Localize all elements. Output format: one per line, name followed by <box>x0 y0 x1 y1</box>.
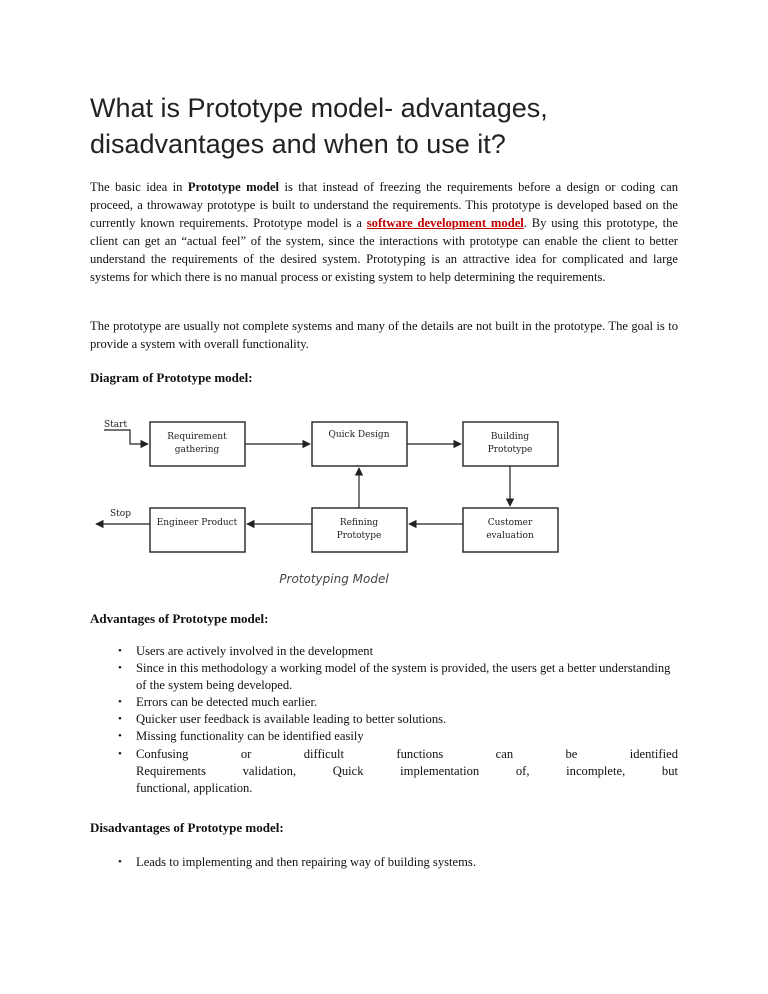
title-line-2: disadvantages and when to use it? <box>90 129 506 159</box>
bullet-icon: • <box>118 662 122 675</box>
bullet-icon: • <box>118 747 122 760</box>
intro-bold-term: Prototype model <box>187 180 280 194</box>
disadvantages-list: •Leads to implementing and then repairin… <box>90 854 678 871</box>
engineer-product-label: Engineer Product <box>157 518 238 528</box>
list-item: •Errors can be detected much earlier. <box>90 694 678 711</box>
prototype-model-flow: Start Stop Requirement gathering Quick D… <box>90 408 680 593</box>
start-label: Start <box>104 420 127 430</box>
refining-label-1: Refining <box>340 518 379 528</box>
list-item: •Confusing or difficult functions can be… <box>118 746 678 795</box>
bullet-icon: • <box>118 645 122 657</box>
intro-text-3: . By using this prototype, the client ca… <box>90 216 678 285</box>
customer-evaluation-box <box>462 507 559 553</box>
customer-label-1: Customer <box>488 518 533 528</box>
building-label-1: Building <box>491 432 530 442</box>
bullet-icon: • <box>118 730 122 743</box>
list-item: •Since in this methodology a working mod… <box>118 661 671 693</box>
list-item: •Users are actively involved in the deve… <box>90 643 678 660</box>
start-arrow <box>104 429 149 449</box>
page-title: What is Prototype model- advantages, dis… <box>90 90 690 162</box>
intro-text-2: is that instead of freezing the requirem… <box>90 180 678 231</box>
advantages-heading: Advantages of Prototype model: <box>90 611 269 626</box>
bullet-icon: • <box>118 696 122 709</box>
goal-paragraph: The prototype are usually not complete s… <box>90 319 678 352</box>
requirement-gathering-box <box>149 421 246 467</box>
intro-text-1: The basic idea in <box>90 180 188 194</box>
intro-paragraph: The basic idea in Prototype model is tha… <box>90 178 678 287</box>
title-line-1: What is Prototype model- advantages, <box>90 93 548 123</box>
requirement-label-2: gathering <box>175 445 220 455</box>
software-development-model-link[interactable]: software development model <box>366 216 524 231</box>
advantages-list: •Users are actively involved in the deve… <box>90 643 678 797</box>
diagram-heading: Diagram of Prototype model: <box>90 370 253 385</box>
diagram-caption: Prototyping Model <box>279 572 389 586</box>
stop-label: Stop <box>110 509 131 519</box>
list-item: •Missing functionality can be identified… <box>90 728 678 745</box>
refining-label-2: Prototype <box>337 531 382 541</box>
bullet-icon: • <box>118 713 122 726</box>
disadvantages-heading: Disadvantages of Prototype model: <box>90 820 284 835</box>
building-label-2: Prototype <box>488 445 533 455</box>
list-item: •Quicker user feedback is available lead… <box>90 711 678 728</box>
customer-label-2: evaluation <box>486 531 534 541</box>
engineer-product-box <box>149 507 246 553</box>
requirement-label-1: Requirement <box>167 432 227 442</box>
refining-prototype-box <box>311 507 408 553</box>
quick-design-box <box>311 421 408 467</box>
bullet-icon: • <box>118 856 122 868</box>
building-prototype-box <box>462 421 559 467</box>
quick-design-label: Quick Design <box>328 430 389 440</box>
list-item: •Leads to implementing and then repairin… <box>90 854 678 871</box>
